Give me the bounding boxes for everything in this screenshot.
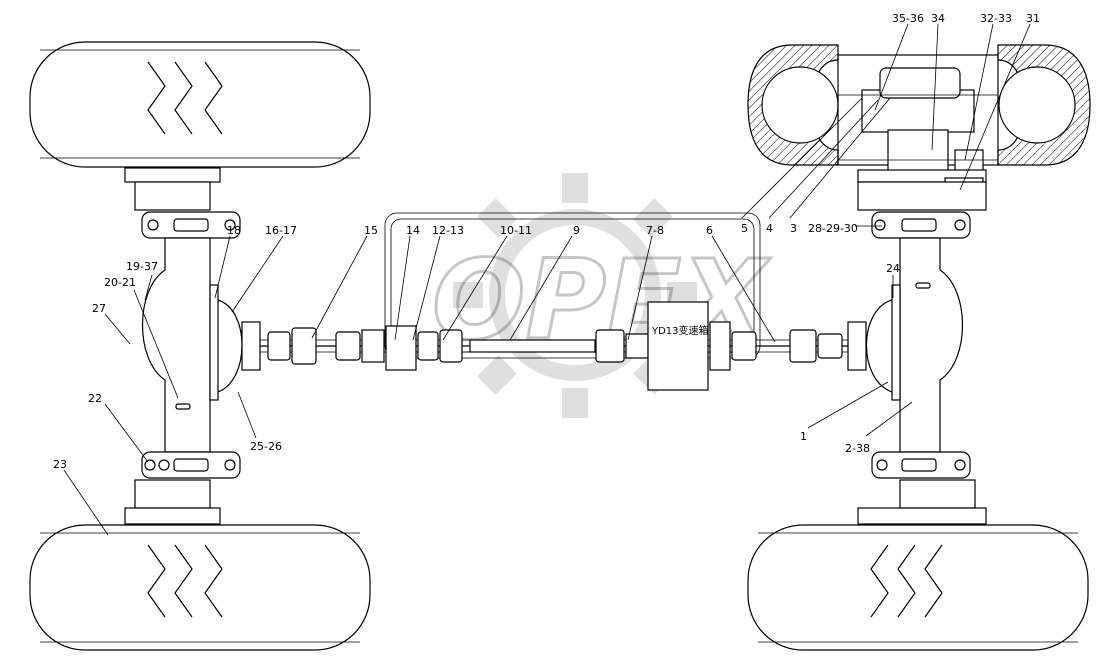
callout-label: 22 — [88, 392, 102, 405]
axle-right — [847, 181, 987, 525]
axle-left — [124, 167, 261, 525]
callout-label: 3 — [790, 222, 797, 235]
callout-label: 16-17 — [265, 224, 297, 237]
callout-label: 35-36 — [892, 12, 924, 25]
gearbox-label: YD13变速箱 — [651, 324, 709, 337]
callout-label: 12-13 — [432, 224, 464, 237]
callout-label: 7-8 — [646, 224, 664, 237]
callout-label: 1 — [800, 430, 807, 443]
callout-labels: 35-36 34 32-33 31 18 16-17 15 14 12-13 1… — [53, 12, 1040, 471]
wheel-right-top-section — [747, 44, 1091, 199]
callout-label: 25-26 — [250, 440, 282, 453]
callout-label: 5 — [741, 222, 748, 235]
callout-label: 31 — [1026, 12, 1040, 25]
callout-label: 24 — [886, 262, 900, 275]
gearbox: YD13变速箱 — [647, 301, 709, 391]
callout-label: 9 — [573, 224, 580, 237]
callout-label: 34 — [931, 12, 945, 25]
callout-label: 28-29-30 — [808, 222, 858, 235]
callout-label: 15 — [364, 224, 378, 237]
wheel-left-top — [29, 41, 371, 168]
callout-label: 4 — [766, 222, 773, 235]
callout-label: 18 — [227, 224, 241, 237]
wheel-left-bottom — [29, 524, 371, 651]
callout-label: 19-37 — [126, 260, 158, 273]
callout-label: 2-38 — [845, 442, 870, 455]
wheel-right-bottom — [747, 524, 1089, 651]
callout-label: 6 — [706, 224, 713, 237]
callout-label: 23 — [53, 458, 67, 471]
callout-label: 10-11 — [500, 224, 532, 237]
callout-label: 32-33 — [980, 12, 1012, 25]
callout-label: 27 — [92, 302, 106, 315]
callout-label: 14 — [406, 224, 420, 237]
leader-lines — [63, 23, 1031, 536]
driveshaft — [260, 212, 848, 371]
callout-label: 20-21 — [104, 276, 136, 289]
